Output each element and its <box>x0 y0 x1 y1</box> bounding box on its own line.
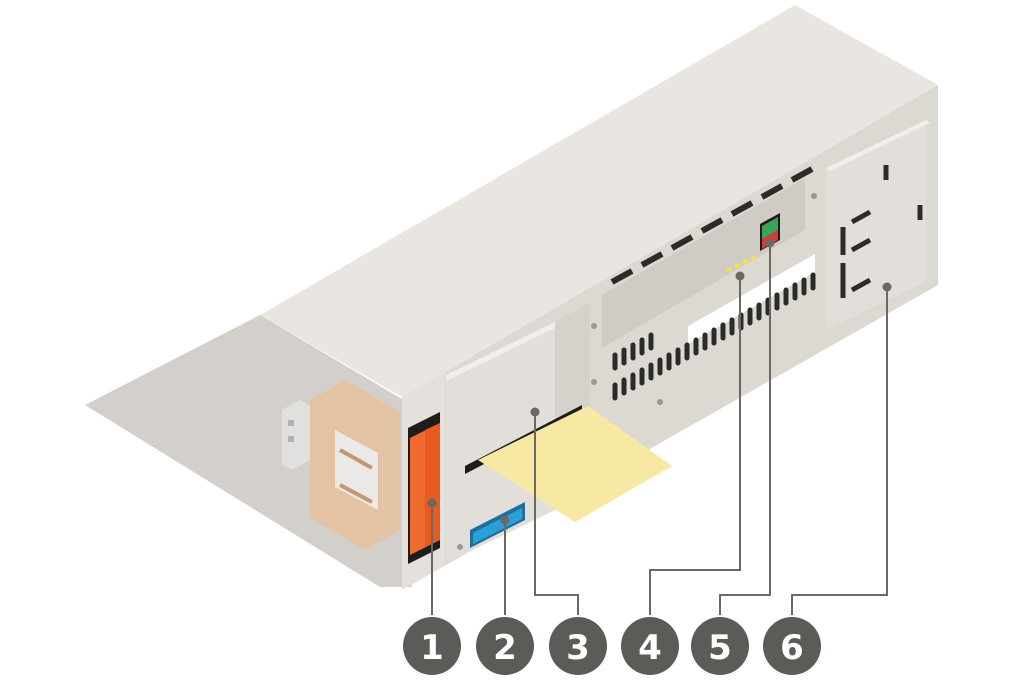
callout-3-number: 3 <box>566 628 590 668</box>
usb-port-icon <box>457 502 525 550</box>
callouts: 1 2 3 4 5 6 <box>403 617 821 675</box>
callout-5-number: 5 <box>708 628 732 668</box>
callout-1: 1 <box>403 617 461 675</box>
callout-6: 6 <box>763 617 821 675</box>
top-face <box>260 5 938 397</box>
callout-4: 4 <box>621 617 679 675</box>
leader-5 <box>719 243 771 615</box>
leader-4 <box>649 276 741 615</box>
rear-connector-block <box>282 380 400 550</box>
memory-card-icon <box>478 406 672 522</box>
leader-dots <box>427 238 892 525</box>
leader-3 <box>534 412 579 615</box>
recessed-panel <box>602 178 805 348</box>
callout-2-number: 2 <box>493 628 517 668</box>
orange-module <box>408 412 440 564</box>
side-panel <box>826 120 930 330</box>
status-leds-icon <box>726 255 756 273</box>
top-vents <box>610 166 814 285</box>
callout-5: 5 <box>691 617 749 675</box>
vent-grid <box>612 272 816 401</box>
callout-2: 2 <box>476 617 534 675</box>
leader-6 <box>791 287 888 615</box>
screws <box>591 193 817 405</box>
callout-1-number: 1 <box>420 628 444 668</box>
callout-3: 3 <box>549 617 607 675</box>
callout-6-number: 6 <box>780 628 804 668</box>
leader-lines <box>431 243 888 615</box>
label-strip <box>688 254 815 344</box>
callout-4-number: 4 <box>638 628 662 668</box>
